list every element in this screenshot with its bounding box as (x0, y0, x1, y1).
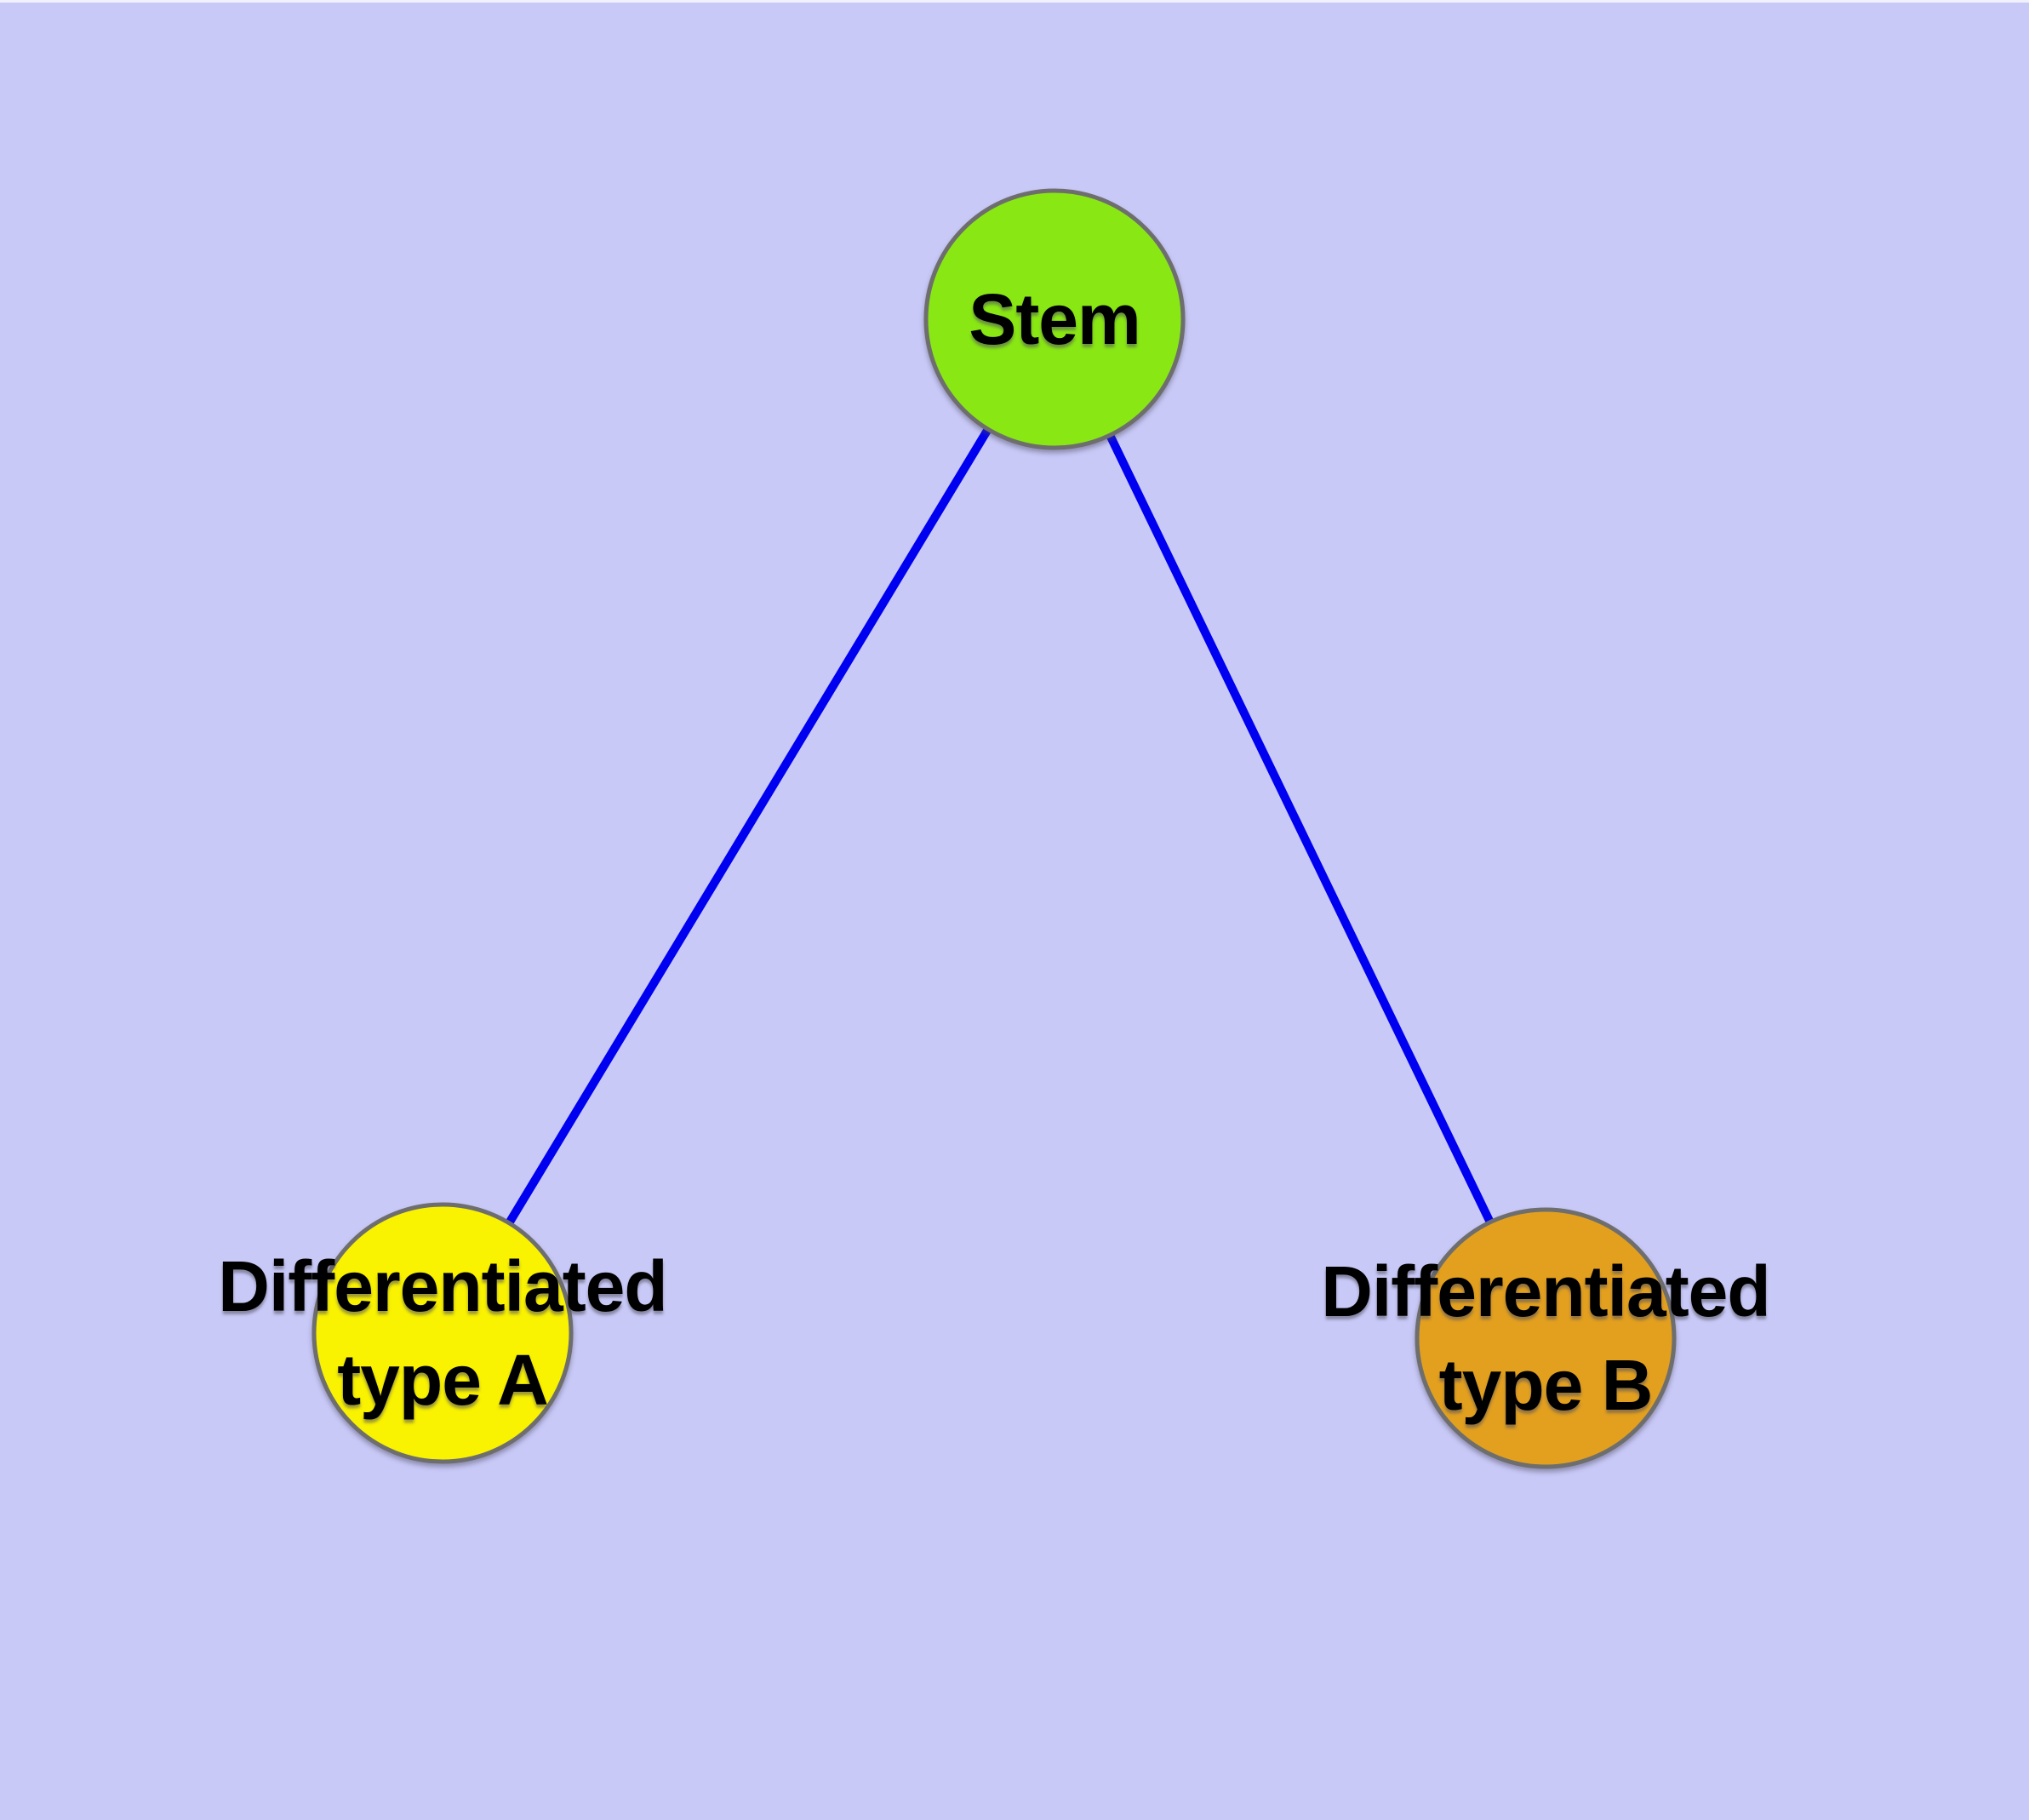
node-type-b-label-line2: type B (1438, 1345, 1654, 1425)
node-stem-circle (923, 188, 1186, 450)
edge-stem-to-type-b (1106, 432, 1495, 1225)
node-type-b-label-line1: Differentiated (1321, 1251, 1770, 1331)
node-type-a-label: Differentiated type A (218, 1239, 667, 1427)
node-stem-label: Stem (969, 272, 1140, 366)
node-type-a-label-line1: Differentiated (218, 1246, 667, 1326)
node-type-a-label-line2: type A (337, 1340, 549, 1420)
node-type-b-circle (1415, 1207, 1677, 1469)
node-type-b-label: Differentiated type B (1321, 1245, 1770, 1432)
node-stem-label-text: Stem (969, 279, 1140, 359)
node-type-a-circle (311, 1202, 574, 1464)
edge-stem-to-type-a (505, 426, 992, 1226)
canvas-top-edge (0, 0, 2029, 3)
